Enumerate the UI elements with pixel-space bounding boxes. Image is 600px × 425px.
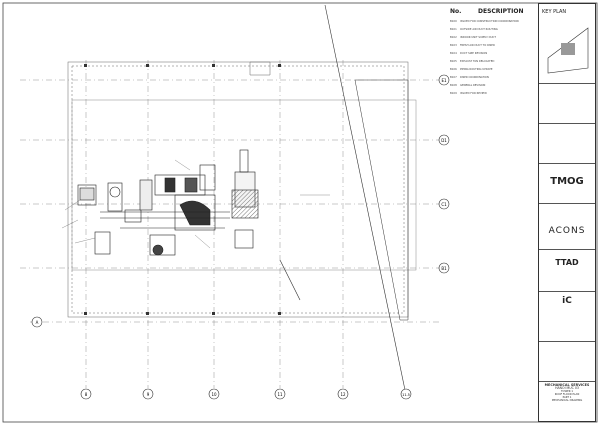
title-block: KEY PLAN TMOG ACONS TTAD iC MECHANICAL S… (538, 3, 596, 422)
grid-lines (20, 60, 440, 388)
consultant-panel: TTAD (539, 250, 595, 292)
project-info (539, 342, 595, 382)
svg-text:8: 8 (85, 392, 88, 397)
note-code: B105 (450, 60, 457, 63)
note-text: ISSUED FOR REVIEW (460, 92, 487, 95)
notes-header-no: No. (450, 8, 462, 15)
note-code: B107 (450, 76, 457, 79)
svg-text:B1: B1 (441, 266, 447, 271)
drawing-title-2: HANOI MUC 03 (555, 386, 579, 390)
svg-text:C1: C1 (441, 202, 447, 207)
notes-header: No. DESCRIPTION (450, 8, 530, 15)
grid-bubble-col-11-5: 11.5 (400, 388, 412, 400)
grid-bubble-col-8: 8 (80, 388, 92, 400)
note-text: ISSUED FOR CONSTRUCTION COORDINATION (460, 20, 519, 23)
drawing-title-1: MECHANICAL SERVICES (544, 383, 590, 387)
client-logo: TMOG (550, 176, 584, 187)
note-code: B109 (450, 92, 457, 95)
sheet-sub: PART 1 (562, 396, 572, 399)
contractor-panel: iC (539, 292, 595, 342)
svg-text:D1: D1 (441, 138, 447, 143)
note-text: INDOOR UNIT SUPPLY DUCT (460, 36, 496, 39)
grid-bubble-col-12: 12 (337, 388, 349, 400)
svg-text:9: 9 (147, 392, 150, 397)
note-text: FRESH AIR DUCT TO RISER (460, 44, 495, 47)
note-code: B104 (450, 52, 457, 55)
note-text: OUTSIDE AIR DUCT ROUTING (460, 28, 498, 31)
key-plan-panel: KEY PLAN (539, 4, 595, 84)
note-code: B108 (450, 84, 457, 87)
grid-bubble-col-11: 11 (274, 388, 286, 400)
note-code: B106 (450, 68, 457, 71)
consultant-logo: TTAD (555, 258, 579, 267)
mechanical-equipment (77, 149, 259, 256)
architect-panel: ACONS (539, 204, 595, 250)
drawing-title-panel: MECHANICAL SERVICES HANOI MUC 03 TOWER 1… (539, 382, 595, 422)
contractor-logo: iC (562, 296, 572, 306)
svg-text:11: 11 (277, 392, 283, 397)
column-markers (84, 64, 281, 315)
tower-label: TOWER 1 (560, 390, 574, 393)
note-text: RISER COORDINATION (460, 76, 489, 79)
sheet-type: MECHANICAL DRAWING (551, 399, 583, 402)
architect-logo: ACONS (548, 226, 586, 236)
client-panel: TMOG (539, 164, 595, 204)
legend-table (539, 124, 595, 164)
revision-table (539, 84, 595, 124)
sheet-name: ROOF FLOOR PLAN (554, 393, 580, 396)
svg-text:11.5: 11.5 (402, 393, 410, 397)
note-text: EXHAUST FAN RELOCATED (460, 60, 495, 63)
svg-text:12: 12 (340, 392, 346, 397)
note-code: B102 (450, 36, 457, 39)
grid-bubble-col-9: 9 (142, 388, 154, 400)
grid-bubble-col-10: 10 (208, 388, 220, 400)
grid-bubble-a: A (31, 316, 43, 328)
key-plan-diagram (547, 27, 589, 74)
note-text: GENERAL REVISION (460, 84, 486, 87)
note-code: B100 (450, 20, 457, 23)
note-code: B103 (450, 44, 457, 47)
diagonal-facade (279, 4, 406, 391)
grid-bubble-d1: D1 (438, 134, 450, 146)
key-plan-title: KEY PLAN (542, 9, 567, 15)
leader-tags (61, 159, 330, 249)
svg-text:A: A (36, 320, 39, 325)
grid-bubble-c1: C1 (438, 198, 450, 210)
note-code: B101 (450, 28, 457, 31)
grid-bubble-b1: B1 (438, 262, 450, 274)
angled-wall (354, 79, 409, 321)
notes-header-desc: DESCRIPTION (478, 8, 524, 15)
note-text: DUCT SIZE REVISION (460, 52, 488, 55)
grid-bubble-e1: E1 (438, 74, 450, 86)
svg-text:E1: E1 (441, 78, 447, 83)
svg-text:10: 10 (211, 392, 217, 397)
note-text: PIPING ROUTING UPDATE (460, 68, 493, 71)
